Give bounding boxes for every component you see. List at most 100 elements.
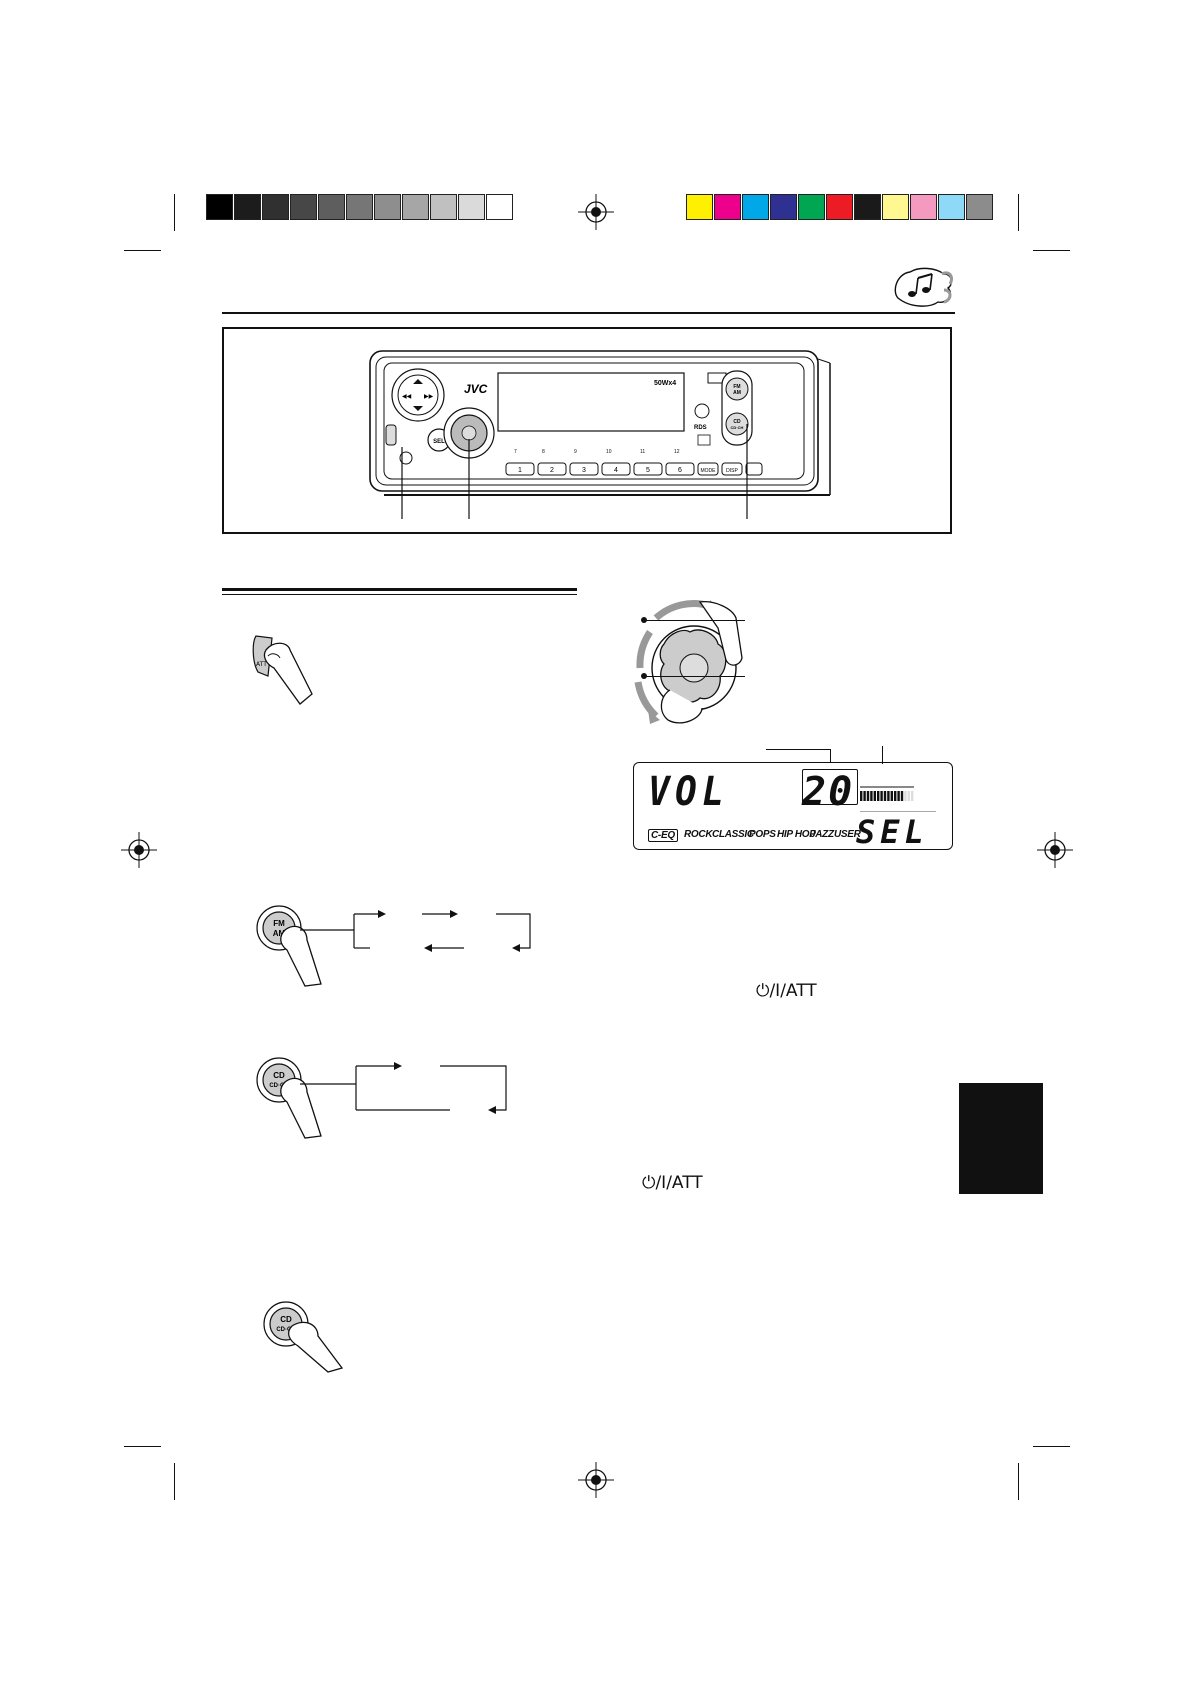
svg-text:2: 2 <box>550 467 554 474</box>
gray-swatch <box>206 194 233 220</box>
knob-leader-top <box>645 620 745 621</box>
head-unit-drawing: ◀◀ ▶▶ SEL JVC 50Wx4 RDS FM AM CD CD·CH 1 <box>369 350 831 519</box>
color-swatch <box>826 194 853 220</box>
gray-swatch <box>234 194 261 220</box>
am-label: AM <box>273 929 286 938</box>
att-button-press-illustration: ATT <box>252 635 313 705</box>
svg-text:7: 7 <box>514 449 517 455</box>
svg-text:10: 10 <box>606 449 612 455</box>
svg-text:12: 12 <box>674 449 680 455</box>
cd-press-illustration: CD CD·CH <box>256 1057 322 1139</box>
cd-cycle-diagram <box>300 1062 507 1114</box>
section-rule-thin <box>222 594 577 595</box>
cd-press-illustration-2: CD CD·CH <box>263 1301 344 1373</box>
gray-swatch <box>458 194 485 220</box>
gray-swatch <box>374 194 401 220</box>
eq-mode-label: ROCK <box>684 829 713 840</box>
eq-mode-label: CLASSIC <box>712 829 754 840</box>
svg-text:CD: CD <box>733 419 741 425</box>
fm-am-cycle-diagram <box>300 910 531 952</box>
section-rule-thick <box>222 588 577 591</box>
crop-mark <box>174 194 175 231</box>
svg-text:CD·CH: CD·CH <box>731 425 744 430</box>
level-meter-segment <box>887 791 890 801</box>
jvc-logo: JVC <box>464 382 488 396</box>
crop-mark <box>174 1463 175 1500</box>
lcd-leader-v1 <box>830 749 831 763</box>
knob-leader-bottom <box>645 676 745 677</box>
color-swatch <box>854 194 881 220</box>
svg-text:FM: FM <box>733 384 740 390</box>
cd-ch-label: CD·CH <box>276 1327 295 1333</box>
svg-text:50Wx4: 50Wx4 <box>654 380 676 387</box>
gray-swatch <box>290 194 317 220</box>
gray-swatch <box>430 194 457 220</box>
svg-text:6: 6 <box>678 467 682 474</box>
level-meter-segment <box>904 791 907 801</box>
cd-label: CD <box>280 1315 292 1324</box>
svg-text:▶▶: ▶▶ <box>424 393 434 400</box>
crop-mark <box>124 250 161 251</box>
eq-mode-label: HIP HOP <box>777 829 816 840</box>
svg-text:5: 5 <box>646 467 650 474</box>
volume-knob-illustration <box>634 600 743 724</box>
level-meter-segment <box>877 791 880 801</box>
section-tab <box>959 1083 1043 1194</box>
level-meter <box>860 786 914 801</box>
color-swatch <box>742 194 769 220</box>
gray-swatch <box>262 194 289 220</box>
lcd-main-text: VOL <box>648 769 730 815</box>
registration-target-icon <box>578 194 614 230</box>
eq-mode-label: C-EQ <box>648 829 678 842</box>
color-swatch <box>686 194 713 220</box>
svg-text:11: 11 <box>640 449 645 455</box>
head-unit-figure: ◀◀ ▶▶ SEL JVC 50Wx4 RDS FM AM CD CD·CH 1 <box>222 327 952 534</box>
registration-target-icon <box>121 832 157 868</box>
level-meter-segment <box>860 791 863 801</box>
gray-swatch <box>486 194 513 220</box>
svg-text:9: 9 <box>574 449 577 455</box>
cd-ch-label: CD·CH <box>269 1083 288 1089</box>
crop-mark <box>1018 1463 1019 1500</box>
level-meter-segment <box>866 791 870 801</box>
level-meter-segment <box>911 791 914 801</box>
fm-label: FM <box>273 919 285 928</box>
svg-text:8: 8 <box>542 449 545 455</box>
lcd-level-box <box>802 769 858 805</box>
lcd-leader-v2 <box>882 746 883 764</box>
fm-am-press-illustration: FM AM <box>256 905 322 987</box>
svg-text:1: 1 <box>518 467 522 474</box>
color-swatch <box>910 194 937 220</box>
svg-text:4: 4 <box>614 467 618 474</box>
eq-mode-label: USER <box>834 829 861 840</box>
lcd-level-value: 20 <box>802 769 855 815</box>
level-meter-segment <box>907 791 910 801</box>
cd-label: CD <box>273 1071 285 1080</box>
lcd-divider <box>860 811 936 812</box>
svg-text:◀◀: ◀◀ <box>402 393 412 400</box>
gray-swatch <box>402 194 429 220</box>
power-att-symbol: ⏻/I/ATT <box>756 981 817 1001</box>
level-meter-segment <box>894 791 897 801</box>
color-swatch <box>770 194 797 220</box>
svg-text:DISP: DISP <box>726 468 738 474</box>
level-meter-segment <box>900 791 904 801</box>
level-meter-segment <box>880 791 883 801</box>
music-notes-icon <box>894 267 954 307</box>
svg-text:RDS: RDS <box>694 425 707 431</box>
crop-mark <box>124 1446 161 1447</box>
svg-text:3: 3 <box>582 467 586 474</box>
level-meter-segment <box>883 791 887 801</box>
eq-mode-label: JAZZ <box>810 829 834 840</box>
svg-text:SEL: SEL <box>433 439 445 445</box>
power-att-symbol: ⏻/I/ATT <box>642 1173 703 1193</box>
header-rule <box>222 312 955 314</box>
lcd-leader-h <box>766 749 830 750</box>
level-meter-segment <box>890 791 893 801</box>
att-button-label: ATT <box>256 661 267 668</box>
color-swatch <box>938 194 965 220</box>
svg-text:MODE: MODE <box>701 468 717 474</box>
gray-swatch <box>318 194 345 220</box>
color-swatch <box>966 194 993 220</box>
